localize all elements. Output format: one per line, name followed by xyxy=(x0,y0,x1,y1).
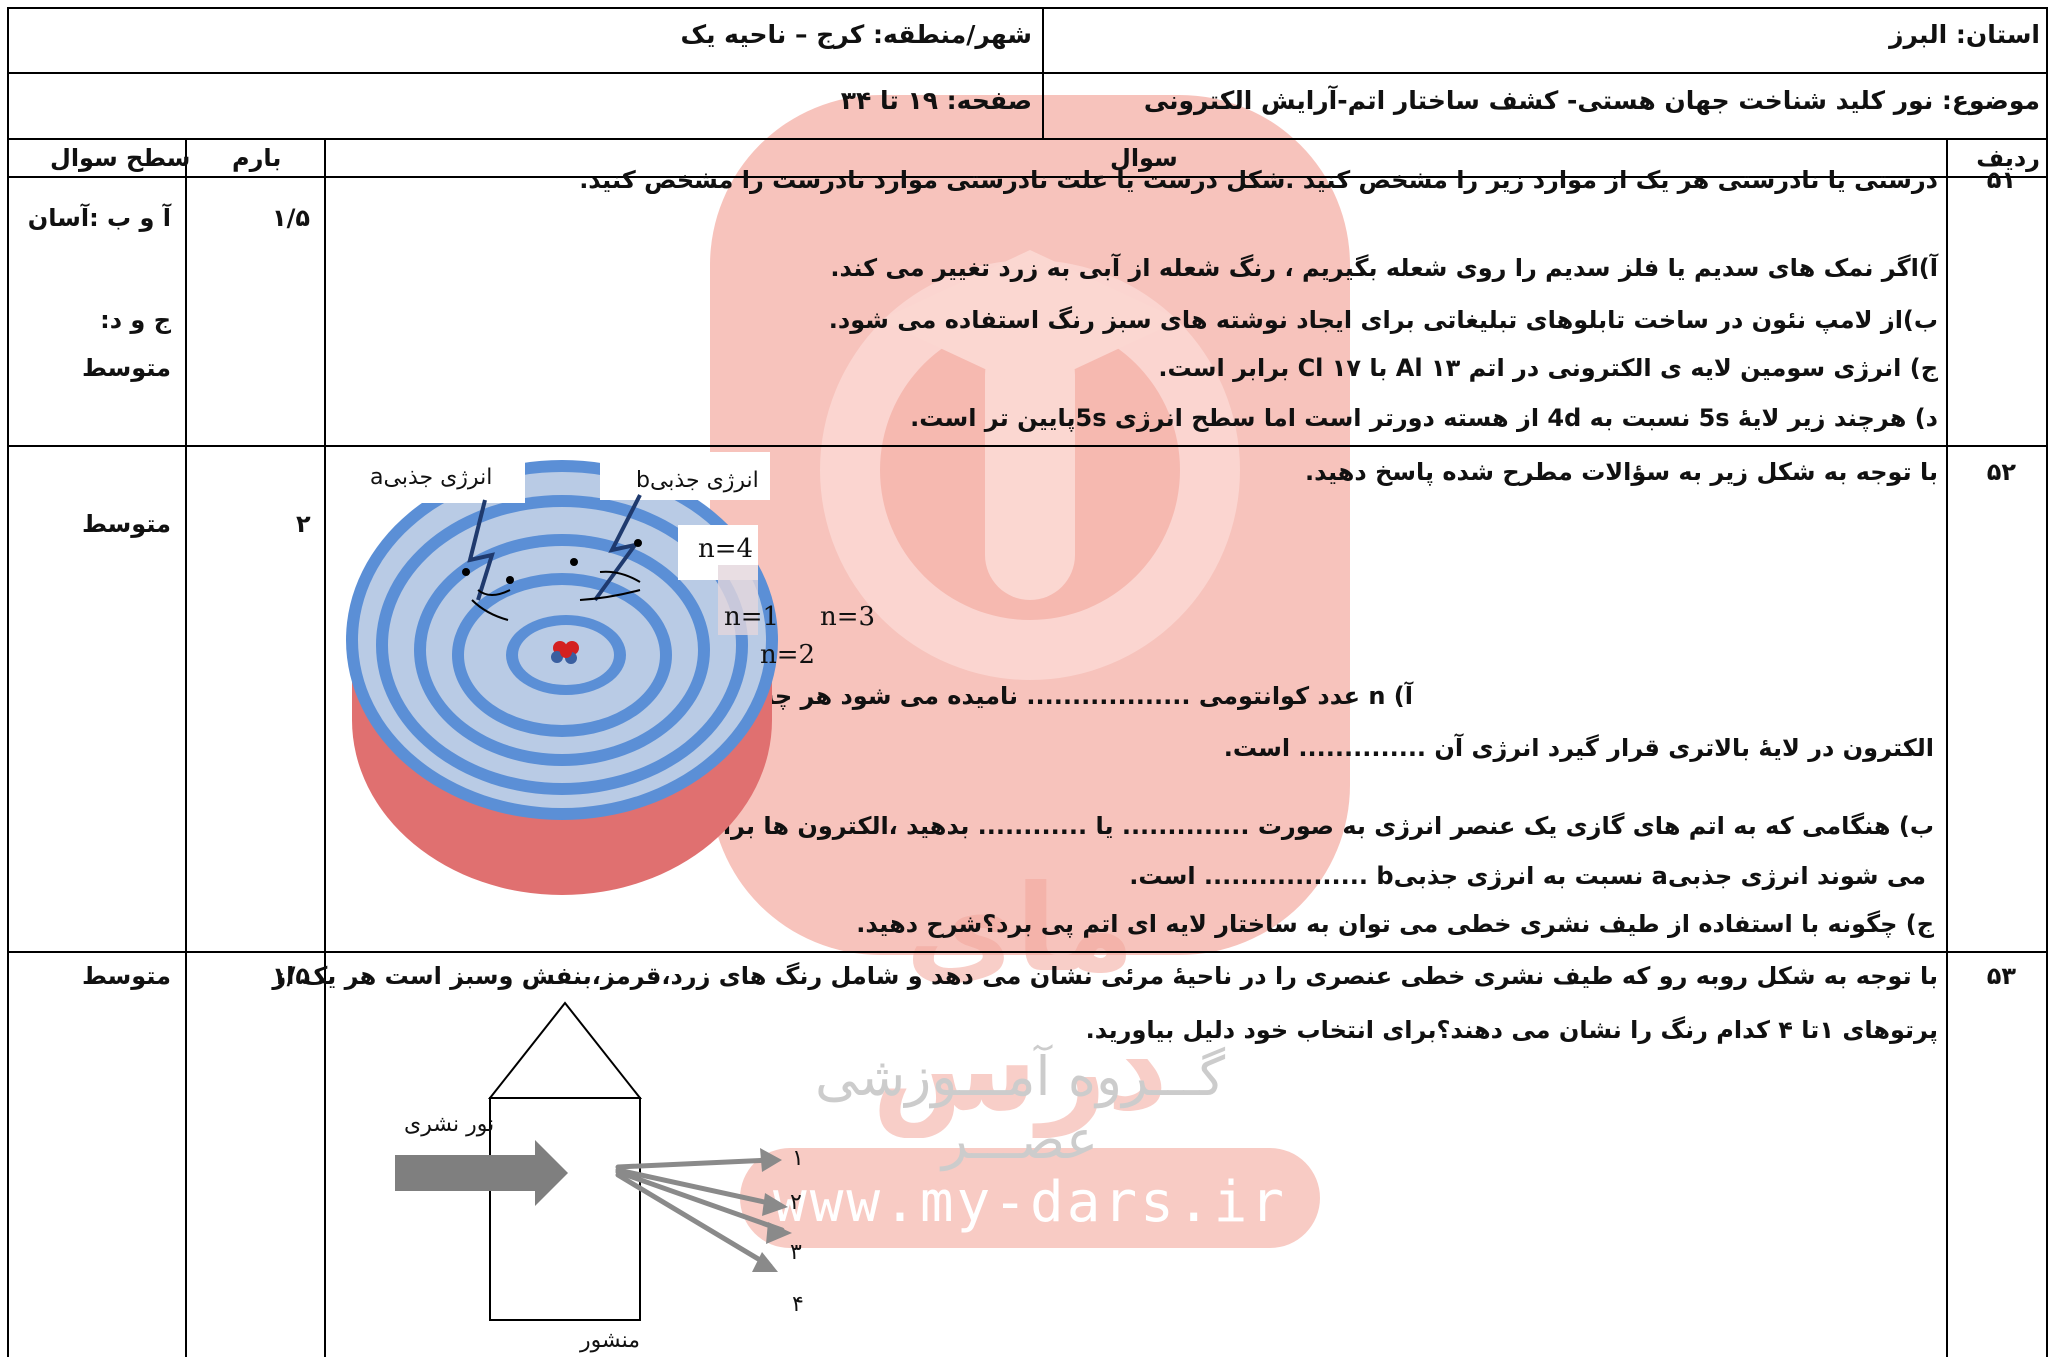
q51-line-b: ب)از لامپ نئون در ساخت تابلوهای تبلیغاتی… xyxy=(828,306,1938,334)
q53-level: متوسط xyxy=(81,962,171,990)
q52-level: متوسط xyxy=(81,510,171,538)
absorbed-energy-a-label: انرژی جذبیa xyxy=(370,465,493,490)
q51-level-3: متوسط xyxy=(81,354,171,382)
n1-label: n=1 xyxy=(724,602,780,632)
emitted-light-label: نور نشری xyxy=(404,1112,495,1137)
n2-label: n=2 xyxy=(760,640,816,670)
prism-label: منشور xyxy=(580,1328,641,1353)
q51-line-1: درستی یا نادرستی هر یک از موارد زیر را م… xyxy=(579,166,1938,194)
q51-level-2: ج و د: xyxy=(100,306,171,334)
q51-level-1: آ و ب :آسان xyxy=(27,204,171,232)
col-level-header: سطح سوال xyxy=(50,144,191,172)
q52-line-b1: ب) هنگامی که به اتم های گازی یک عنصر انر… xyxy=(648,812,1934,840)
q52-line-a2: الکترون در لایهٔ بالاتری قرار گیرد انرژی… xyxy=(1223,734,1934,762)
q52-score: ۲ xyxy=(296,510,311,538)
q51-line-a: آ)اگر نمک های سدیم یا فلز سدیم را روی شع… xyxy=(830,254,1938,282)
page-range-label: صفحه: ۱۹ تا ۳۴ xyxy=(840,86,1032,115)
ray-3-label: ۳ xyxy=(790,1240,802,1265)
topic-label: موضوع: نور کلید شناخت جهان هستی- کشف ساخ… xyxy=(1143,86,2040,115)
q52-line-b2: می شوند انرژی جذبیa نسبت به انرژی جذبیb … xyxy=(1129,862,1926,890)
q52-line-a1: آ) n عدد کوانتومی .................. نام… xyxy=(760,682,1413,710)
city-label: شهر/منطقه: کرج – ناحیه یک xyxy=(680,20,1032,49)
q51-number: ۵۱ xyxy=(1986,166,2016,194)
q51-line-d: د) هرچند زیر لایهٔ 5s نسبت به 4d از هسته… xyxy=(910,404,1938,432)
q53-line-2: پرتوهای ۱تا ۴ کدام رنگ را نشان می دهند؟ب… xyxy=(1085,1016,1938,1044)
q52-number: ۵۲ xyxy=(1986,458,2016,486)
n3-label: n=3 xyxy=(820,602,876,632)
col-row-header: ردیف xyxy=(1976,144,2040,172)
q52-line-c: ج) چگونه با استفاده از طیف نشری خطی می ت… xyxy=(856,910,1934,938)
ray-4-label: ۴ xyxy=(792,1292,804,1317)
absorbed-energy-b-label: انرژی جذبیb xyxy=(636,468,759,493)
q53-score: ۱/۵ xyxy=(272,962,311,990)
col-question-header: سوال xyxy=(1110,144,1178,172)
ray-1-label: ۱ xyxy=(792,1146,804,1171)
province-label: استان: البرز xyxy=(1889,20,2040,49)
q51-line-c: ج) انرژی سومین لایه ی الکترونی در اتم Al… xyxy=(1158,354,1938,382)
q53-number: ۵۳ xyxy=(1986,962,2016,990)
n4-label: n=4 xyxy=(698,534,754,564)
q51-score: ۱/۵ xyxy=(272,204,311,232)
ray-2-label: ۲ xyxy=(790,1190,802,1215)
q53-line-1: با توجه به شکل روبه رو که طیف نشری خطی ع… xyxy=(272,962,1938,990)
col-score-header: بارم xyxy=(232,144,282,172)
q52-line-1: با توجه به شکل زیر به سؤالات مطرح شده پا… xyxy=(1305,458,1938,486)
